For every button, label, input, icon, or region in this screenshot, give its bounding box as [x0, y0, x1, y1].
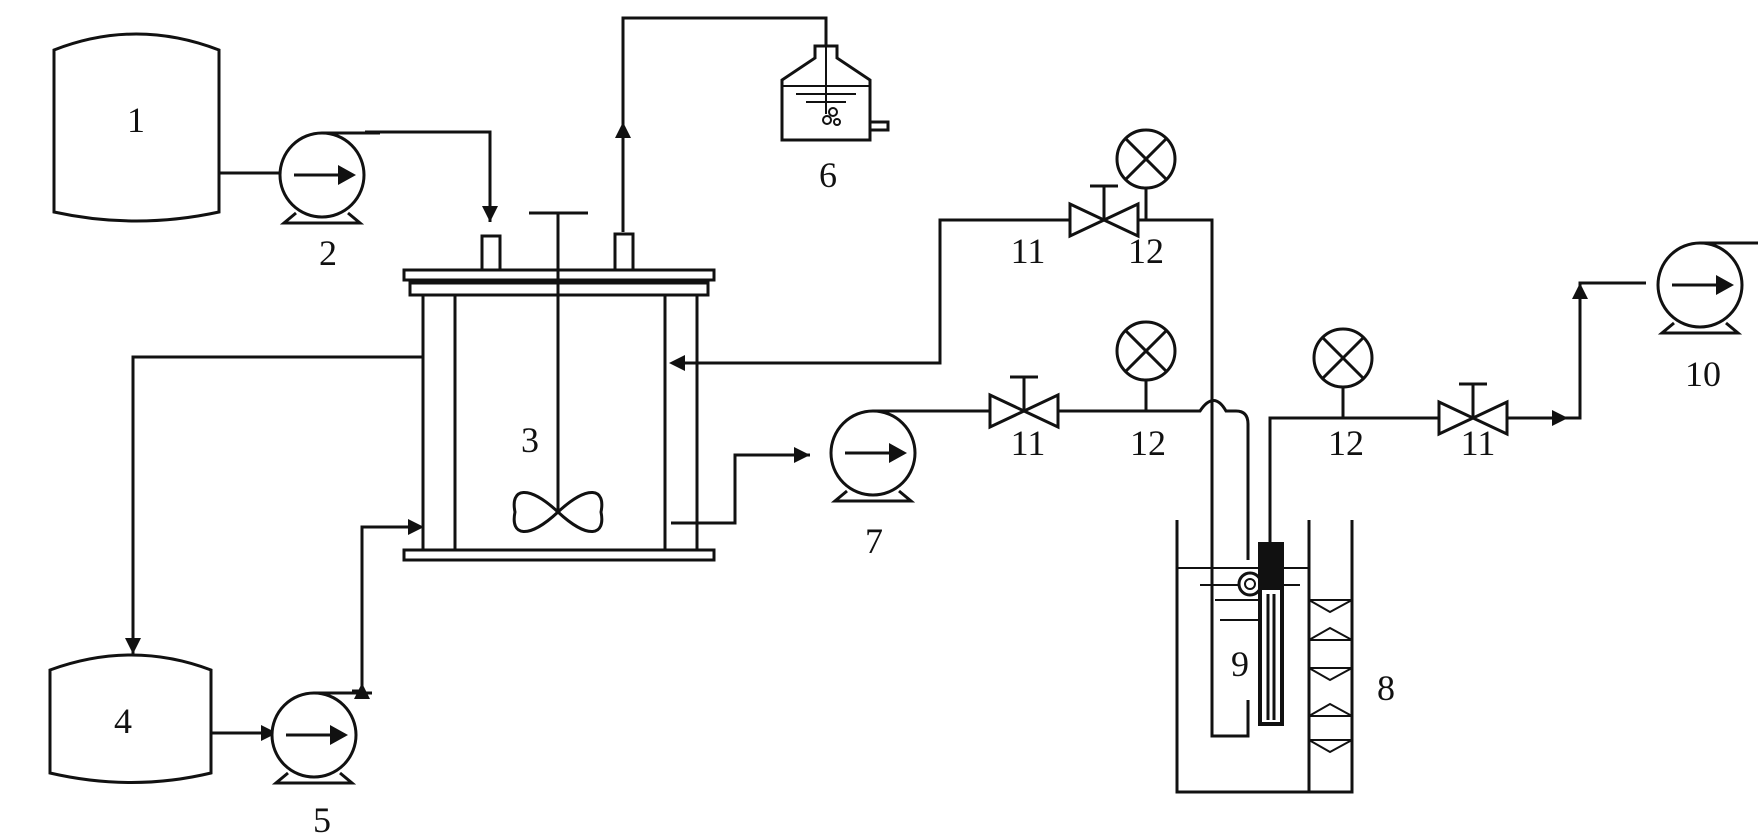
- label-gauge-12-right: 12: [1328, 423, 1364, 463]
- label-membrane-9: 9: [1231, 644, 1249, 684]
- label-valve-11-top: 11: [1011, 231, 1046, 271]
- label-water-bath-8: 8: [1377, 668, 1395, 708]
- label-pump-2: 2: [319, 233, 337, 273]
- label-bottle-6: 6: [819, 155, 837, 195]
- pump-5: [270, 691, 374, 785]
- label-tank-4: 4: [114, 701, 132, 741]
- pressure-gauge-12-top: [1115, 128, 1177, 190]
- label-pump-5: 5: [313, 800, 331, 840]
- valve-11-middle: [988, 375, 1060, 429]
- label-pump-10: 10: [1685, 354, 1721, 394]
- reactor-3: [402, 211, 716, 562]
- label-pump-7: 7: [865, 521, 883, 561]
- tank-4: [48, 653, 213, 784]
- pump-2: [278, 131, 382, 225]
- pump-7: [829, 409, 933, 503]
- label-gauge-12-top: 12: [1128, 231, 1164, 271]
- label-gauge-12-middle: 12: [1130, 423, 1166, 463]
- valve-11-top: [1068, 184, 1140, 238]
- water-bath-8: [1175, 520, 1354, 794]
- flow-arrows: [125, 122, 1588, 741]
- pressure-gauge-12-right: [1312, 327, 1374, 389]
- label-tank-1: 1: [127, 100, 145, 140]
- feed-tank-1: [52, 32, 221, 223]
- label-reactor-3: 3: [521, 420, 539, 460]
- membrane-module-9: [1210, 542, 1284, 738]
- pump-10: [1656, 241, 1760, 335]
- piping: [131, 16, 1646, 735]
- pressure-gauge-12-middle: [1115, 320, 1177, 382]
- absorption-bottle-6: [780, 36, 890, 142]
- label-valve-11-right: 11: [1461, 423, 1496, 463]
- label-valve-11-middle: 11: [1011, 423, 1046, 463]
